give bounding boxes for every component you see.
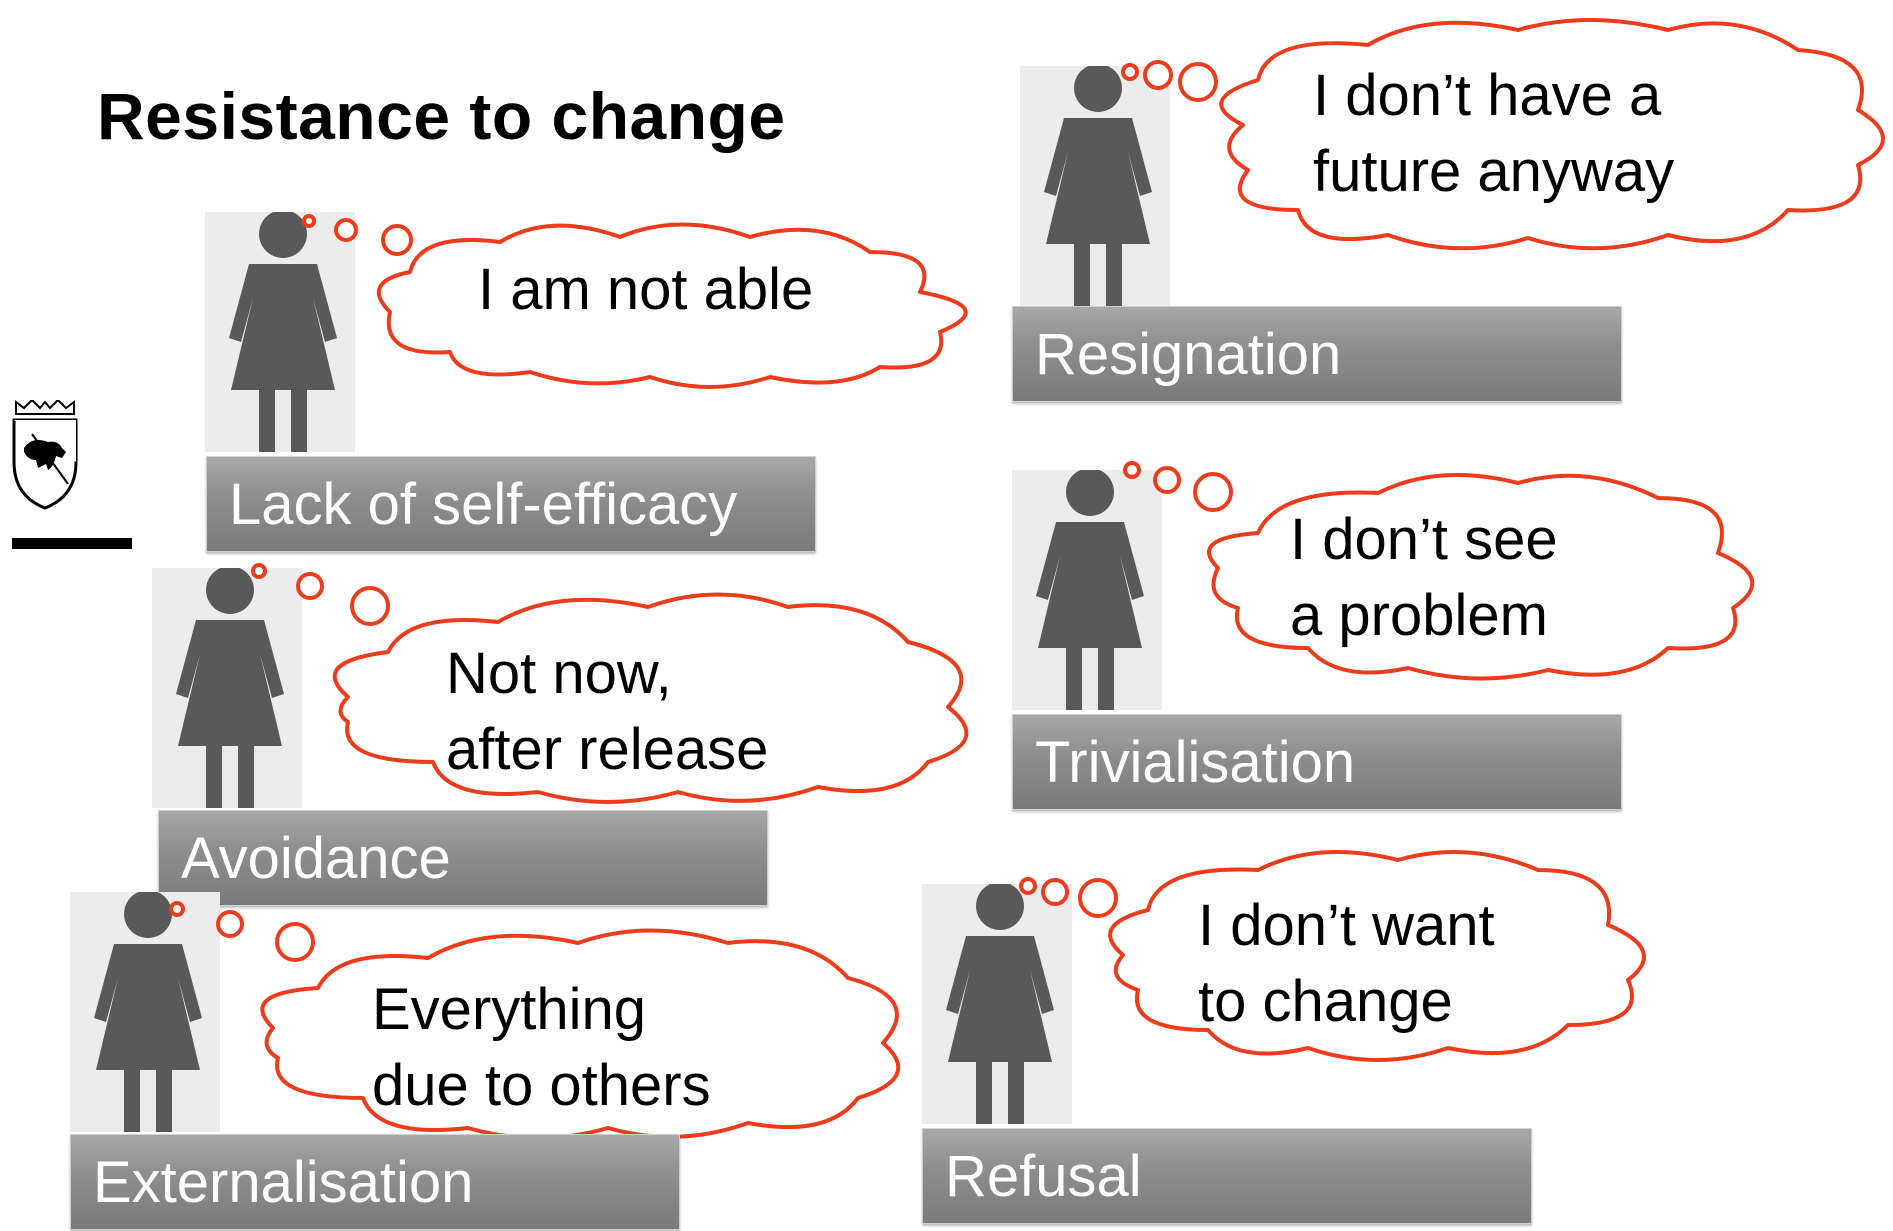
thought-text-line1: I don’t have a [1313, 63, 1662, 128]
label-resignation: Resignation [1012, 306, 1622, 402]
logo-underline [12, 538, 132, 549]
woman-figure-icon [1020, 66, 1170, 306]
thought-text-line2: a problem [1290, 583, 1548, 648]
thought-text-line1: Not now, [446, 641, 672, 706]
thought-bubble: Everything due to others [168, 898, 923, 1148]
coat-of-arms-icon [12, 400, 78, 510]
thought-text-line2: future anyway [1313, 139, 1675, 204]
thought-text-line1: I don’t see [1290, 507, 1558, 572]
label-externalisation: Externalisation [70, 1134, 680, 1230]
thought-text-line1: I don’t want [1198, 893, 1495, 958]
thought-text-line1: I am not able [478, 257, 814, 322]
label-lack-of-self-efficacy: Lack of self-efficacy [206, 456, 816, 552]
thought-bubble: Not now, after release [248, 562, 993, 812]
slide-title: Resistance to change [97, 79, 786, 153]
thought-bubble: I am not able [300, 212, 1010, 392]
thought-bubble: I don’t want to change [1018, 840, 1668, 1080]
thought-text-line2: after release [446, 717, 769, 782]
label-avoidance: Avoidance [158, 810, 768, 906]
woman-figure-icon [152, 568, 302, 808]
woman-figure-icon [922, 884, 1072, 1124]
thought-text-line2: to change [1198, 969, 1453, 1034]
label-refusal: Refusal [922, 1128, 1532, 1224]
woman-figure-icon [1012, 470, 1162, 710]
thought-bubble: I don’t have a future anyway [1118, 10, 1893, 260]
woman-figure-icon [70, 892, 220, 1132]
woman-figure-icon [205, 212, 355, 452]
thought-bubble: I don’t see a problem [1118, 458, 1778, 688]
label-trivialisation: Trivialisation [1012, 714, 1622, 810]
thought-text-line2: due to others [372, 1053, 711, 1118]
thought-text-line1: Everything [372, 977, 647, 1042]
